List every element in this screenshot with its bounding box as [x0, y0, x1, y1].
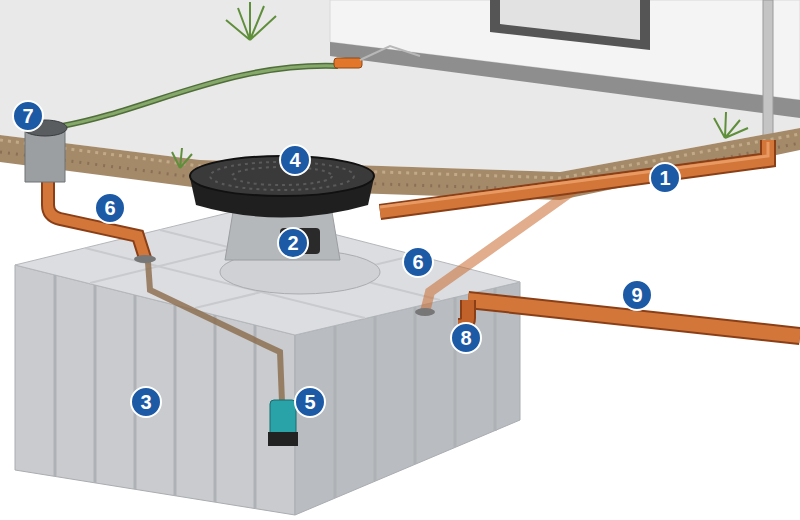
window-frame: [490, 0, 650, 50]
callout-number: 8: [450, 322, 482, 354]
rib: [414, 307, 417, 464]
callout-number: 1: [649, 162, 681, 194]
pipe: [48, 180, 145, 258]
rib: [334, 326, 337, 498]
pump: [270, 400, 296, 436]
pipe-highlight: [380, 142, 768, 207]
garden-hose: [62, 66, 338, 126]
grass-blades: [226, 2, 276, 40]
tank-ribs: [55, 275, 495, 508]
pipe-seal: [415, 308, 435, 316]
callout-number: 6: [402, 246, 434, 278]
callout-number: 6: [94, 192, 126, 224]
callout-number: 5: [294, 386, 326, 418]
pipe: [48, 180, 145, 258]
callout-number: 7: [12, 100, 44, 132]
downpipe: [763, 0, 773, 150]
pump-base: [268, 432, 298, 446]
grass-blades: [714, 112, 748, 138]
rib: [94, 285, 97, 483]
ground-surface: [0, 0, 800, 172]
house-foundation: [330, 42, 800, 118]
sprinkler: [334, 58, 362, 68]
rib: [254, 325, 257, 508]
rib: [454, 297, 457, 447]
sprinkler-arm: [360, 46, 420, 60]
callout-number: 2: [277, 227, 309, 259]
callout-number: 9: [621, 279, 653, 311]
rib: [54, 275, 57, 476]
callout-number: 3: [130, 386, 162, 418]
callout-number: 4: [279, 144, 311, 176]
garden-hose: [62, 66, 338, 126]
pipe-seal: [134, 255, 156, 263]
grass-tuft: [172, 2, 748, 168]
rib: [374, 316, 377, 481]
pipe: [380, 140, 768, 212]
pipe: [380, 140, 768, 212]
grass-blades: [172, 148, 192, 168]
window-pane: [500, 0, 640, 40]
rib: [174, 305, 177, 496]
rib: [214, 315, 217, 502]
